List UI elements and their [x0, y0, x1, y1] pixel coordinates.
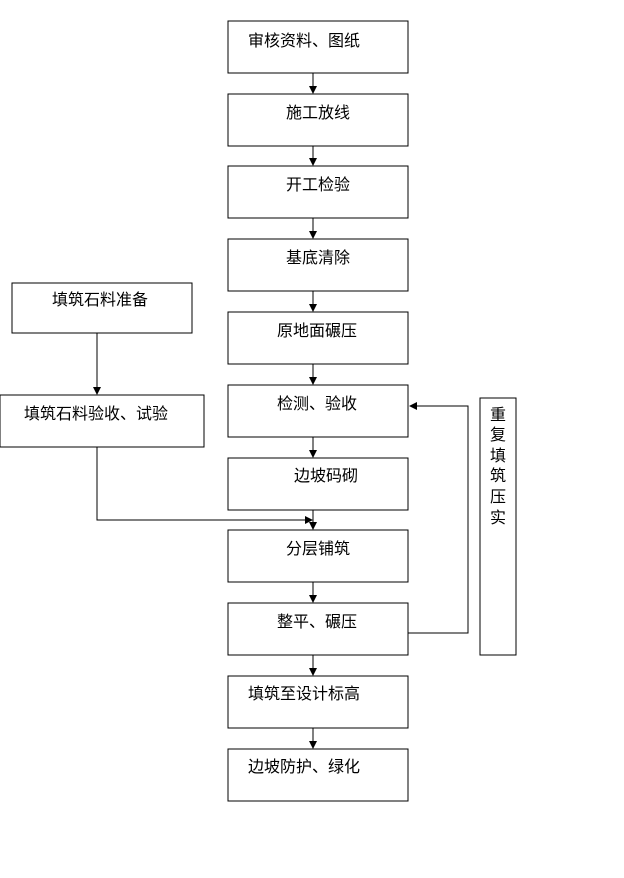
- step-box-11: 边坡防护、绿化: [227, 748, 409, 802]
- step-label-3: 开工检验: [286, 175, 350, 194]
- side-box-accept: 填筑石料验收、试验: [0, 394, 205, 448]
- step-box-6: 检测、验收: [227, 384, 409, 438]
- step-label-4: 基底清除: [286, 248, 350, 267]
- loop-char-5: 压: [490, 487, 506, 506]
- arrow-accept-to-layering: [96, 447, 313, 524]
- step-label-7: 边坡码砌: [294, 466, 358, 485]
- step-label-6: 检测、验收: [277, 394, 357, 413]
- side-box-prep: 填筑石料准备: [11, 282, 193, 334]
- step-box-5: 原地面碾压: [227, 311, 409, 365]
- loop-label-box: 重 复 填 筑 压 实: [479, 397, 517, 656]
- step-label-9: 整平、碾压: [277, 612, 357, 631]
- step-box-3: 开工检验: [227, 165, 409, 219]
- step-label-1: 审核资料、图纸: [248, 31, 360, 50]
- side-label-prep: 填筑石料准备: [52, 290, 148, 309]
- step-box-2: 施工放线: [227, 93, 409, 147]
- step-label-10: 填筑至设计标高: [248, 684, 360, 703]
- step-label-2: 施工放线: [286, 103, 350, 122]
- loop-char-1: 重: [490, 405, 506, 424]
- step-box-1: 审核资料、图纸: [227, 20, 409, 74]
- step-label-5: 原地面碾压: [277, 321, 357, 340]
- step-box-10: 填筑至设计标高: [227, 675, 409, 729]
- step-box-4: 基底清除: [227, 238, 409, 292]
- loop-char-6: 实: [490, 508, 506, 527]
- arrow-repeat-loop: [408, 402, 469, 634]
- loop-char-2: 复: [490, 425, 506, 444]
- step-box-8: 分层铺筑: [227, 529, 409, 583]
- loop-char-4: 筑: [490, 466, 506, 485]
- side-label-accept: 填筑石料验收、试验: [24, 404, 168, 423]
- loop-char-3: 填: [490, 446, 506, 465]
- step-label-11: 边坡防护、绿化: [248, 757, 360, 776]
- step-box-9: 整平、碾压: [227, 602, 409, 656]
- step-label-8: 分层铺筑: [286, 539, 350, 558]
- step-box-7: 边坡码砌: [227, 457, 409, 511]
